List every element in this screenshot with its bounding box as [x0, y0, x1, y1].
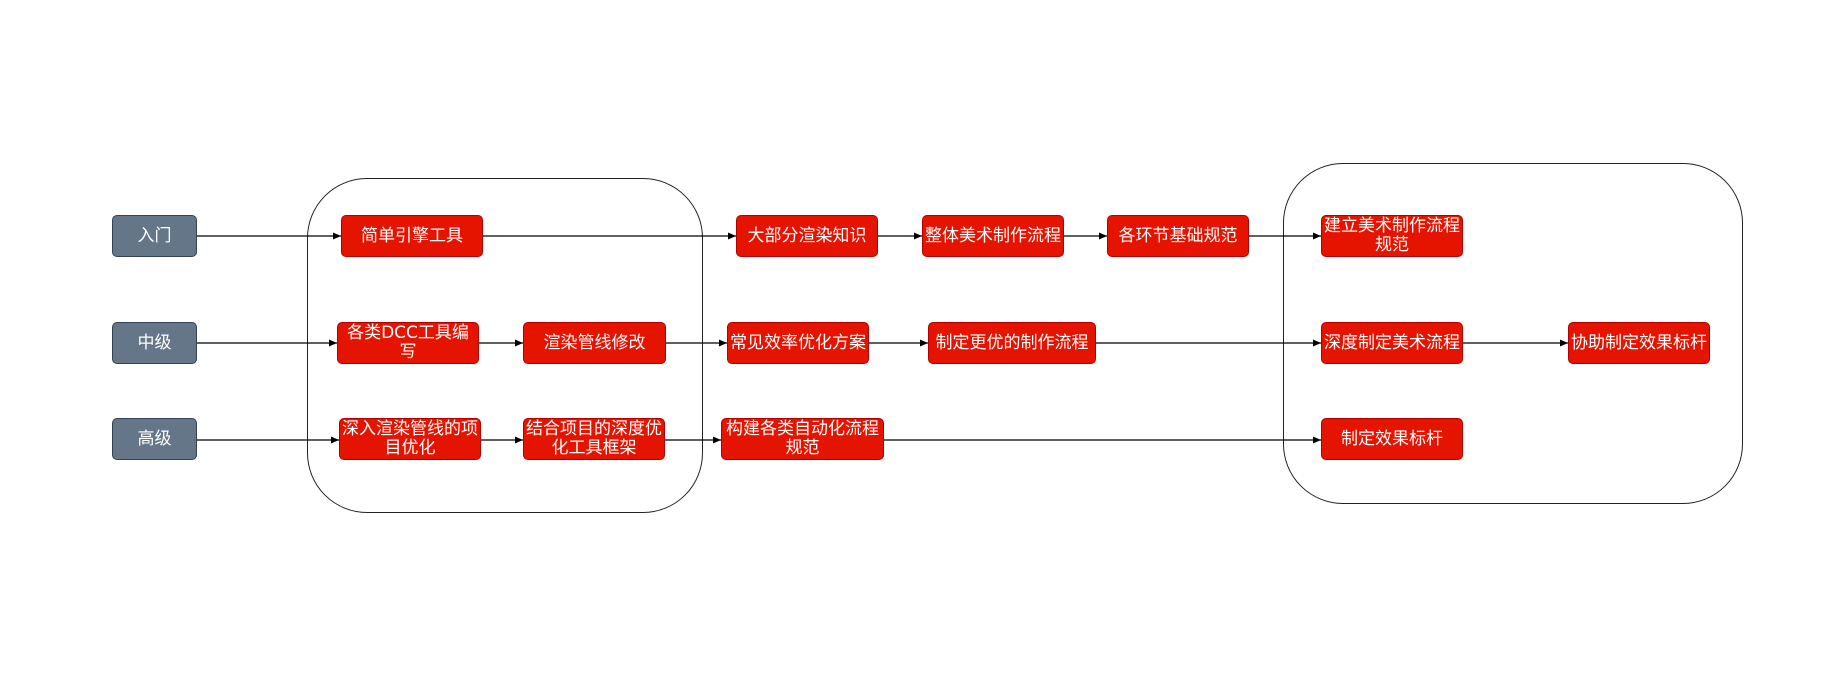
task-label: 整体美术制作流程	[925, 225, 1061, 246]
task-dcc-tools: 各类DCC工具编写	[337, 322, 479, 364]
task-deep-art-flow: 深度制定美术流程	[1321, 322, 1463, 364]
task-art-production-pipeline: 整体美术制作流程	[922, 215, 1064, 257]
task-label: 大部分渲染知识	[747, 225, 867, 246]
task-label: 结合项目的深度优化工具框架	[526, 419, 662, 458]
task-rendering-knowledge: 大部分渲染知识	[736, 215, 878, 257]
level-senior: 高级	[112, 418, 197, 460]
level-entry: 入门	[112, 215, 197, 257]
task-better-production-flow: 制定更优的制作流程	[928, 322, 1096, 364]
task-basic-standards: 各环节基础规范	[1107, 215, 1249, 257]
left-group-container	[307, 178, 703, 513]
task-label: 渲染管线修改	[543, 332, 646, 353]
task-establish-pipeline-standards: 建立美术制作流程规范	[1321, 215, 1463, 257]
task-label: 简单引擎工具	[361, 225, 463, 246]
task-automation-standards: 构建各类自动化流程规范	[721, 418, 884, 460]
task-render-pipeline-project-optimization: 深入渲染管线的项目优化	[339, 418, 481, 460]
task-simple-engine-tools: 简单引擎工具	[341, 215, 483, 257]
task-label: 常见效率优化方案	[730, 332, 866, 353]
task-label: 协助制定效果标杆	[1571, 332, 1707, 353]
right-group-container	[1283, 163, 1743, 504]
task-label: 深入渲染管线的项目优化	[342, 419, 478, 458]
task-label: 各类DCC工具编写	[347, 323, 469, 362]
task-label: 制定更优的制作流程	[935, 332, 1089, 353]
task-label: 各环节基础规范	[1118, 225, 1238, 246]
task-render-pipeline-modification: 渲染管线修改	[523, 322, 666, 364]
task-label: 建立美术制作流程规范	[1324, 216, 1460, 255]
task-label: 构建各类自动化流程规范	[726, 419, 879, 458]
task-efficiency-optimization: 常见效率优化方案	[727, 322, 869, 364]
task-deep-optimization-framework: 结合项目的深度优化工具框架	[523, 418, 665, 460]
level-mid: 中级	[112, 322, 197, 364]
task-label: 深度制定美术流程	[1324, 332, 1460, 353]
level-senior-label: 高级	[137, 428, 172, 449]
task-label: 制定效果标杆	[1341, 428, 1443, 449]
level-entry-label: 入门	[137, 225, 172, 246]
task-assist-quality-benchmark: 协助制定效果标杆	[1568, 322, 1710, 364]
level-mid-label: 中级	[137, 332, 172, 353]
task-quality-benchmark: 制定效果标杆	[1321, 418, 1463, 460]
